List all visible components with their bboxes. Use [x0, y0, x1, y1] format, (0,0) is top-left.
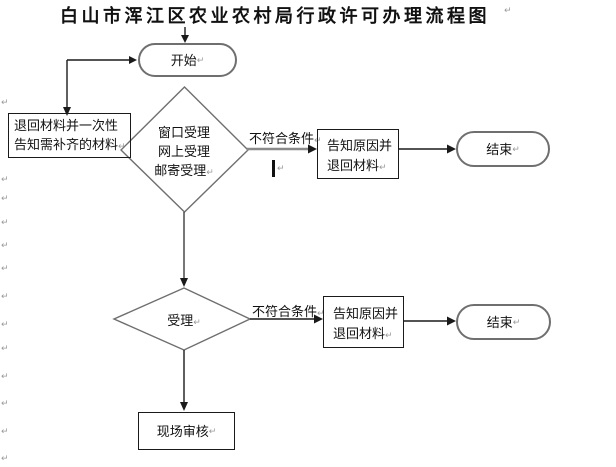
- accept-channels-line3: 邮寄受理: [154, 163, 207, 178]
- arrowhead-end2: [447, 316, 456, 326]
- paragraph-mark: ↵: [277, 163, 285, 173]
- return-materials-line1: 退回材料并一次性: [14, 118, 119, 133]
- accept-label: 受理: [167, 313, 194, 328]
- onsite-review-node[interactable]: 现场审核↵: [138, 412, 235, 450]
- paragraph-mark: ↵: [1, 193, 9, 203]
- paragraph-mark: ↵: [1, 291, 9, 301]
- notify-reason-1-line1: 告知原因并: [327, 138, 393, 153]
- accept-channels-line2: 网上受理: [157, 144, 210, 159]
- start-label: 开始: [170, 52, 197, 68]
- paragraph-mark: ↵: [118, 140, 126, 151]
- paragraph-mark: ↵: [1, 174, 9, 184]
- accept-text[interactable]: 受理↵: [144, 310, 224, 329]
- arrowhead-into-start: [129, 56, 137, 64]
- paragraph-mark: ↵: [1, 217, 9, 227]
- paragraph-mark: ↵: [1, 426, 9, 436]
- paragraph-mark: ↵: [196, 54, 205, 65]
- paragraph-mark: ↵: [1, 398, 9, 408]
- paragraph-mark: ↵: [1, 263, 9, 273]
- paragraph-mark: ↵: [193, 317, 201, 327]
- paragraph-mark: ↵: [1, 319, 9, 329]
- accept-channels-line1: 窗口受理: [157, 125, 210, 140]
- paragraph-mark: ↵: [512, 143, 520, 154]
- notify-reason-2-line1: 告知原因并: [333, 306, 399, 321]
- paragraph-mark: ↵: [504, 5, 512, 15]
- arrowhead-notify2: [314, 314, 323, 324]
- arrowhead-end1: [447, 144, 456, 154]
- end-2-label: 结束: [486, 314, 513, 330]
- paragraph-mark: ↵: [1, 453, 9, 463]
- notify-reason-2-node[interactable]: 告知原因并 退回材料↵: [323, 296, 404, 348]
- arrowhead-onsite: [180, 402, 188, 411]
- arrowhead-return-box: [63, 107, 71, 116]
- paragraph-mark: ↵: [379, 162, 387, 172]
- notify-reason-1-line2: 退回材料: [327, 158, 380, 173]
- edge-label-not-qualified-1: 不符合条件↵: [249, 131, 322, 146]
- page-title: 白山市浑江区农业农村局行政许可办理流程图: [60, 6, 490, 26]
- arrowhead-accept: [180, 278, 188, 287]
- end-node-2[interactable]: 结束↵: [456, 304, 551, 340]
- paragraph-mark: ↵: [1, 240, 9, 250]
- return-materials-node[interactable]: 退回材料并一次性 告知需补齐的材料↵: [8, 113, 131, 158]
- edge-label-not-qualified-2: 不符合条件↵: [252, 304, 325, 319]
- end-node-1[interactable]: 结束↵: [456, 131, 550, 167]
- notify-reason-1-node[interactable]: 告知原因并 退回材料↵: [317, 129, 399, 179]
- paragraph-mark: ↵: [206, 167, 214, 177]
- onsite-review-label: 现场审核: [156, 423, 209, 439]
- text-cursor[interactable]: [272, 160, 275, 177]
- end-1-label: 结束: [486, 141, 513, 157]
- paragraph-mark: ↵: [1, 371, 9, 381]
- paragraph-mark: ↵: [512, 316, 521, 327]
- paragraph-mark: ↵: [1, 97, 9, 107]
- accept-channels-text[interactable]: 窗口受理 网上受理 邮寄受理↵: [124, 122, 244, 179]
- paragraph-mark: ↵: [208, 425, 217, 436]
- return-materials-line2: 告知需补齐的材料: [14, 136, 119, 152]
- arrowhead-start: [181, 35, 189, 43]
- paragraph-mark: ↵: [1, 343, 9, 353]
- paragraph-mark: ↵: [317, 308, 325, 318]
- notify-reason-2-line2: 退回材料: [333, 326, 386, 341]
- paragraph-mark: ↵: [385, 330, 393, 340]
- arrowhead-notify1: [308, 144, 317, 154]
- start-node[interactable]: 开始↵: [138, 43, 237, 77]
